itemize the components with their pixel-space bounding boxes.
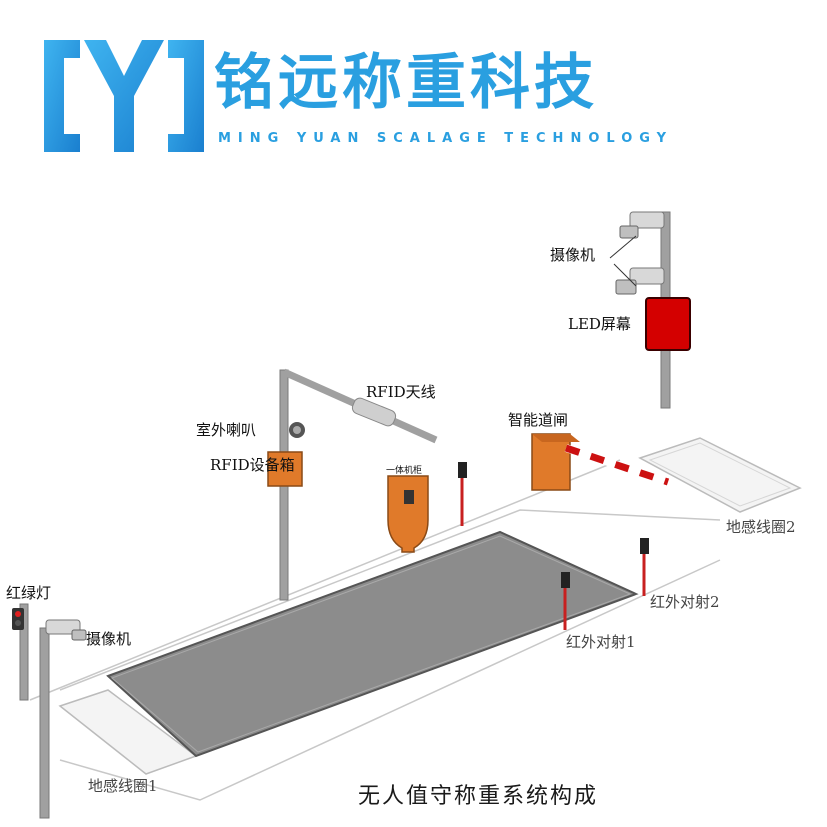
label-kiosk: 一体机柜 — [386, 466, 423, 476]
label-traffic-light: 红绿灯 — [6, 584, 52, 602]
weighbridge-platform — [106, 530, 639, 758]
rfid-antenna — [351, 397, 397, 427]
label-outdoor-speaker: 室外喇叭 — [196, 421, 257, 439]
kiosk-cabinet — [387, 475, 429, 553]
loop-coil-2 — [638, 437, 802, 513]
camera-pole-top — [609, 211, 691, 409]
road-outline — [29, 459, 721, 801]
brand-name-en: MING YUAN SCALAGE TECHNOLOGY — [218, 131, 674, 146]
rfid-box — [267, 451, 303, 487]
led-screen — [645, 297, 691, 351]
logo-mark-icon — [44, 40, 204, 152]
label-infrared-2: 红外对射2 — [650, 593, 720, 611]
label-loop-coil-2: 地感线圈2 — [726, 518, 796, 536]
label-rfid-antenna: RFID天线 — [366, 383, 436, 401]
label-rfid-box: RFID设备箱 — [210, 456, 295, 474]
diagram-caption: 无人值守称重系统构成 — [358, 784, 599, 809]
camera-pole-bottom — [39, 619, 87, 819]
brand-name-cn: 铭远称重科技 — [214, 48, 598, 118]
traffic-light-icon — [12, 603, 29, 701]
label-loop-coil-1: 地感线圈1 — [88, 777, 158, 795]
label-camera-bottom: 摄像机 — [86, 630, 132, 648]
label-infrared-1: 红外对射1 — [566, 633, 636, 651]
rfid-pole — [267, 368, 438, 601]
speaker-icon — [289, 422, 305, 438]
label-barrier-gate: 智能道闸 — [508, 411, 569, 429]
barrier-gate — [531, 433, 670, 491]
label-camera-top: 摄像机 — [550, 246, 596, 264]
label-led-screen: LED屏幕 — [568, 315, 631, 333]
infrared-sensor-icon — [458, 462, 649, 630]
